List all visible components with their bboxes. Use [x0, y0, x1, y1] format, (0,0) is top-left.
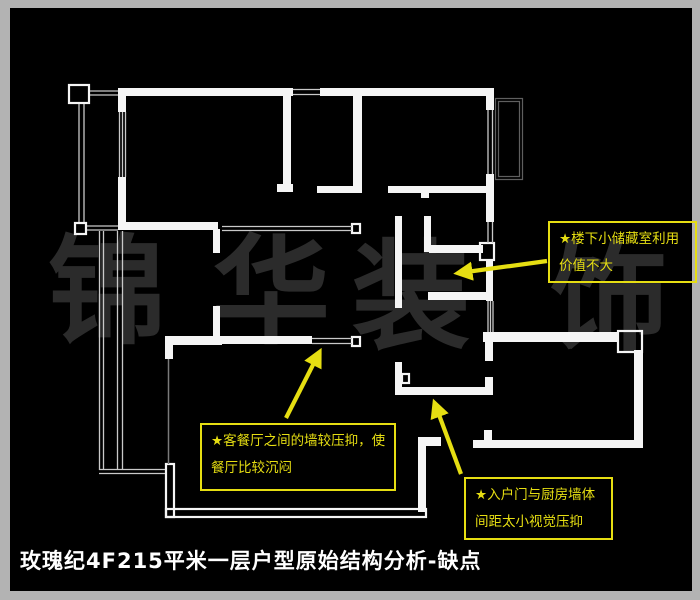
- column-marker: [616, 329, 644, 354]
- frame-border-left: [0, 0, 10, 600]
- arrow-to-storage: [453, 258, 548, 281]
- column-marker: [350, 335, 362, 348]
- annotation-line: ★客餐厅之间的墙较压抑，使: [211, 433, 386, 449]
- frame-border-bottom: [0, 591, 700, 600]
- frame-border-right: [692, 0, 700, 600]
- column-marker: [67, 83, 91, 105]
- arrow-to-entry: [430, 398, 463, 475]
- walls-solid: [118, 88, 643, 512]
- column-marker: [350, 222, 362, 235]
- window-lines: [78, 88, 494, 475]
- double-line-wall: [164, 507, 428, 519]
- walls-outline: [67, 83, 644, 519]
- annotation-box-dining-wall: ★客餐厅之间的墙较压抑，使 餐厅比较沉闷: [200, 423, 396, 491]
- column-marker: [73, 221, 88, 236]
- annotation-line: 间距太小视觉压抑: [475, 514, 583, 530]
- arrow-to-dining-wall: [284, 347, 322, 419]
- door-mark: [400, 372, 411, 385]
- annotation-box-storage: ★楼下小储藏室利用 价值不大: [548, 221, 697, 283]
- annotation-line: ★楼下小储藏室利用: [559, 231, 680, 247]
- annotation-line: 价值不大: [559, 258, 613, 274]
- door-frame-bump: [478, 241, 496, 262]
- watermark-char: 华: [212, 222, 331, 361]
- frame-border-top: [0, 0, 700, 8]
- annotation-line: ★入户门与厨房墙体: [475, 487, 596, 503]
- watermark-char: 锦: [48, 222, 167, 361]
- annotation-arrows: [284, 258, 548, 475]
- annotation-box-entry-kitchen: ★入户门与厨房墙体 间距太小视觉压抑: [464, 477, 613, 540]
- annotation-line: 餐厅比较沉闷: [211, 460, 292, 476]
- balcony-outline: [167, 97, 524, 464]
- page-title: 玫瑰纪4F215平米一层户型原始结构分析-缺点: [20, 549, 482, 573]
